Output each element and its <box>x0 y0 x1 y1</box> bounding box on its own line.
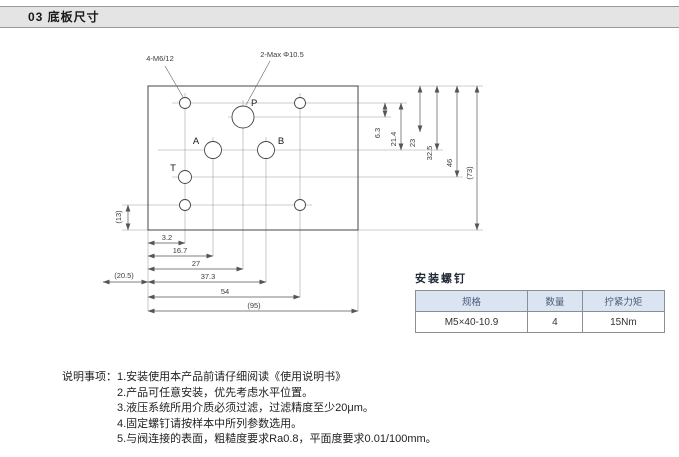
dim-right-1: 21.4 <box>389 132 398 147</box>
section-header: 03 底板尺寸 <box>0 6 679 28</box>
mounting-hole-top-right <box>294 97 306 109</box>
dim-bottom-3: 37.3 <box>201 272 216 281</box>
screw-spec-table: 规格 数量 拧紧力矩 M5×40-10.9 4 15Nm <box>414 290 666 333</box>
note-item-4: 4.固定螺钉请按样本中所列参数选用。 <box>117 417 303 430</box>
dim-right-2: 23 <box>408 139 417 147</box>
dim-right-5: (73) <box>465 166 474 180</box>
callout-max-diameter: 2-Max Φ10.5 <box>260 50 304 59</box>
port-p-label: P <box>251 98 257 109</box>
port-b-label: B <box>278 136 284 147</box>
port-t-label: T <box>170 163 176 174</box>
dim-left-height: (13) <box>114 210 123 224</box>
dim-bottom-0: 3.2 <box>162 233 172 242</box>
plate-outline <box>147 85 359 231</box>
note-item-5: 5.与阀连接的表面，粗糙度要求Ra0.8，平面度要求0.01/100mm。 <box>117 433 437 445</box>
port-a-hole <box>204 141 222 159</box>
notes-items: 1.安装使用本产品前请仔细阅读《使用说明书》 2.产品可任意安装，优先考虑水平位… <box>117 370 437 448</box>
screw-table-title: 安装螺钉 <box>415 273 467 285</box>
dim-right-0: 6.3 <box>373 128 382 138</box>
mounting-hole-bottom-right <box>294 199 306 211</box>
note-item-3: 3.液压系统所用介质必须过滤，过滤精度至少20μm。 <box>117 402 374 414</box>
header-quantity: 数量 <box>527 290 583 312</box>
dim-bottom-2: 27 <box>192 259 200 268</box>
port-a-label: A <box>193 136 200 147</box>
dim-bottom-5: (95) <box>247 301 261 310</box>
cell-torque: 15Nm <box>581 311 666 333</box>
dim-right-4: 46 <box>445 159 454 167</box>
section-title: 03 底板尺寸 <box>28 10 100 24</box>
dim-left-offset: (20.5) <box>114 271 134 280</box>
port-t-hole <box>178 170 192 184</box>
dim-bottom-1: 16.7 <box>173 246 188 255</box>
cell-spec: M5×40-10.9 <box>414 311 529 333</box>
port-p-hole <box>231 105 255 129</box>
mounting-hole-bottom-left <box>179 199 191 211</box>
bolt-callout-leader <box>164 65 184 98</box>
table-header-row: 规格 数量 拧紧力矩 <box>414 290 666 312</box>
port-b-hole <box>257 141 275 159</box>
dim-right-3: 32.5 <box>425 146 434 161</box>
max-callout-leader <box>245 60 271 106</box>
mounting-screw-table: 安装螺钉 规格 数量 拧紧力矩 M5×40-10.9 4 15Nm <box>414 270 666 333</box>
notes-section: 说明事项： 1.安装使用本产品前请仔细阅读《使用说明书》 2.产品可任意安装，优… <box>62 370 437 448</box>
cell-quantity: 4 <box>527 311 583 333</box>
header-spec: 规格 <box>414 290 529 312</box>
header-torque: 拧紧力矩 <box>581 290 666 312</box>
notes-label: 说明事项： <box>62 371 117 383</box>
dim-bottom-4: 54 <box>221 287 229 296</box>
baseplate-dimension-drawing: 4-M6/12 2-Max Φ10.5 P A B T 6.3 21.4 23 … <box>102 50 483 314</box>
callout-bolt-holes: 4-M6/12 <box>146 54 174 63</box>
table-data-row: M5×40-10.9 4 15Nm <box>414 311 666 333</box>
dimension-lines-right <box>382 85 480 231</box>
mounting-hole-top-left <box>179 97 191 109</box>
note-item-2: 2.产品可任意安装，优先考虑水平位置。 <box>117 386 314 399</box>
note-item-1: 1.安装使用本产品前请仔细阅读《使用说明书》 <box>117 371 347 383</box>
dimension-lines-bottom <box>102 204 359 314</box>
